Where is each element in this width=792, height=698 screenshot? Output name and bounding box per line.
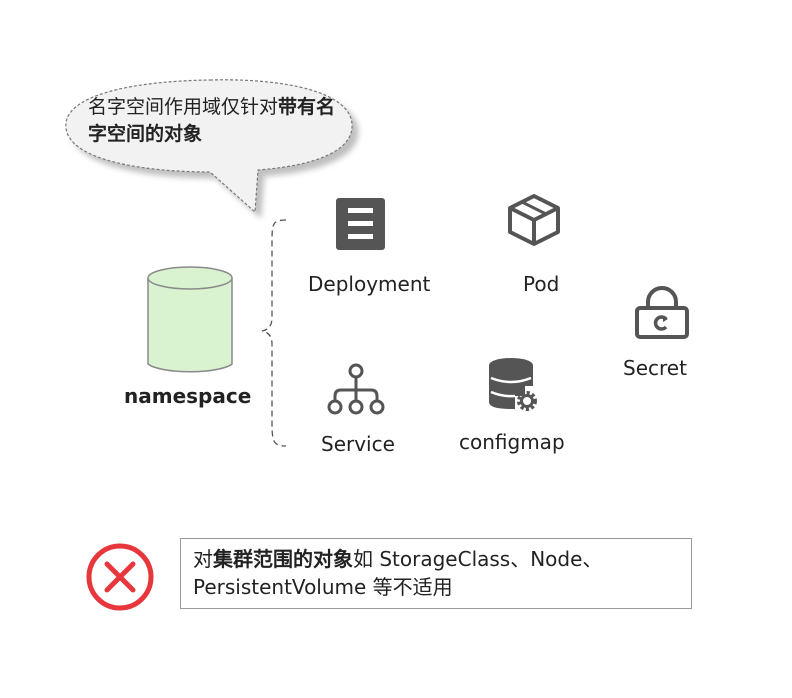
network-tree-icon xyxy=(327,363,385,415)
cube-icon xyxy=(508,194,560,246)
error-x-icon xyxy=(86,543,154,611)
note-suffix: 如 StorageClass、Node、PersistentVolume 等不适… xyxy=(193,547,603,599)
deployment-label: Deployment xyxy=(308,272,431,296)
database-gear-icon xyxy=(489,358,537,411)
callout-text-bold: 带有名字空间的对象 xyxy=(88,96,336,145)
configmap-label: configmap xyxy=(459,430,565,454)
namespace-label: namespace xyxy=(124,384,252,408)
note-box: 对集群范围的对象如 StorageClass、Node、PersistentVo… xyxy=(180,538,692,609)
secret-label: Secret xyxy=(623,356,687,380)
callout-text-normal: 名字空间作用域仅针对 xyxy=(88,96,279,118)
note-bold: 集群范围的对象 xyxy=(213,547,353,571)
database-cylinder-icon xyxy=(147,266,233,373)
callout-text: 名字空间作用域仅针对带有名字空间的对象 xyxy=(88,94,348,148)
note-prefix: 对 xyxy=(193,547,213,571)
curly-brace xyxy=(261,219,287,447)
list-document-icon xyxy=(336,198,385,250)
service-label: Service xyxy=(321,432,395,456)
pod-label: Pod xyxy=(523,272,560,296)
lock-icon xyxy=(635,286,689,339)
